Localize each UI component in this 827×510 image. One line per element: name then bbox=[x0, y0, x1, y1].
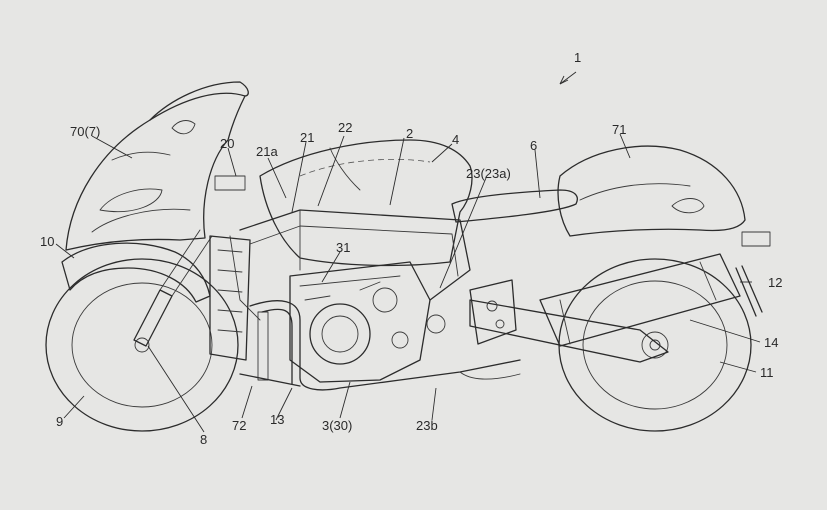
front-cowl bbox=[65, 81, 249, 251]
label-31: 31 bbox=[336, 240, 350, 255]
leader-lines bbox=[55, 71, 761, 433]
muffler bbox=[539, 253, 741, 347]
label-11: 11 bbox=[760, 365, 774, 380]
rear-wheel bbox=[558, 258, 752, 432]
front-wheel bbox=[45, 258, 239, 432]
radiator bbox=[209, 235, 269, 381]
label-6: 6 bbox=[530, 138, 537, 153]
front-fender bbox=[61, 242, 211, 303]
label-9: 9 bbox=[56, 414, 63, 429]
seat bbox=[451, 189, 578, 223]
label-4: 4 bbox=[452, 132, 459, 147]
swing-arm bbox=[469, 299, 669, 363]
label-13: 13 bbox=[270, 412, 284, 427]
label-72: 72 bbox=[232, 418, 246, 433]
label-20: 20 bbox=[220, 136, 234, 151]
engine bbox=[289, 261, 446, 383]
label-71: 71 bbox=[612, 122, 626, 137]
label-1: 1 bbox=[574, 50, 581, 65]
label-3-30: 3(30) bbox=[322, 418, 352, 433]
label-21a: 21a bbox=[256, 144, 278, 159]
label-23b: 23b bbox=[416, 418, 438, 433]
frame bbox=[229, 209, 471, 321]
label-21: 21 bbox=[300, 130, 314, 145]
reference-labels: 1 2 4 6 71 70(7) 20 21a 21 22 23(23a) 31… bbox=[40, 50, 782, 447]
label-10: 10 bbox=[40, 234, 54, 249]
label-2: 2 bbox=[406, 126, 413, 141]
rear-footpeg-bracket bbox=[469, 279, 517, 345]
fuel-tank bbox=[259, 139, 473, 267]
label-23-23a: 23(23a) bbox=[466, 166, 511, 181]
label-70-7: 70(7) bbox=[70, 124, 100, 139]
label-22: 22 bbox=[338, 120, 352, 135]
rear-cowl bbox=[557, 145, 771, 317]
label-14: 14 bbox=[764, 335, 778, 350]
exhaust-pipes bbox=[239, 300, 521, 391]
label-8: 8 bbox=[200, 432, 207, 447]
front-fork bbox=[133, 229, 213, 347]
label-12: 12 bbox=[768, 275, 782, 290]
